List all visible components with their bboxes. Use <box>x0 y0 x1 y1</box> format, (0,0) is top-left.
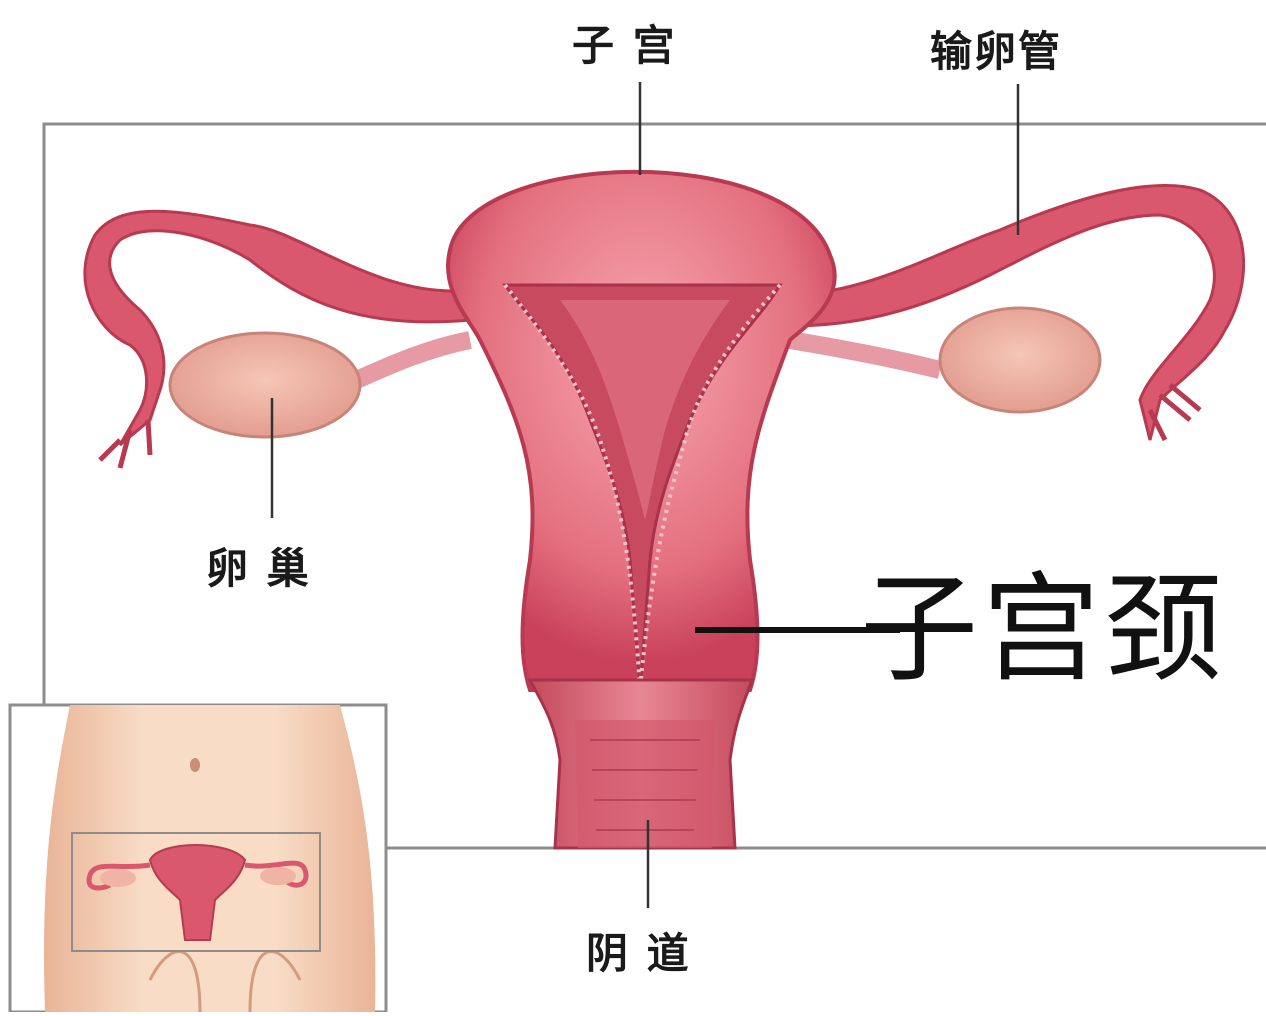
label-ovary: 卵 巢 <box>206 535 311 596</box>
left-ovary <box>170 333 360 437</box>
label-uterus: 子 宫 <box>572 12 677 73</box>
right-ovary <box>940 308 1100 412</box>
label-fallopian-tube: 输卵管 <box>930 18 1062 79</box>
left-ovarian-ligament <box>345 340 470 385</box>
uterus-body <box>448 172 835 690</box>
label-vagina: 阴 道 <box>586 920 691 981</box>
inset-body <box>10 705 386 1012</box>
label-cervix: 子宫颈 <box>860 570 1226 688</box>
right-ovarian-ligament <box>790 340 940 370</box>
vagina-canal <box>530 680 752 848</box>
